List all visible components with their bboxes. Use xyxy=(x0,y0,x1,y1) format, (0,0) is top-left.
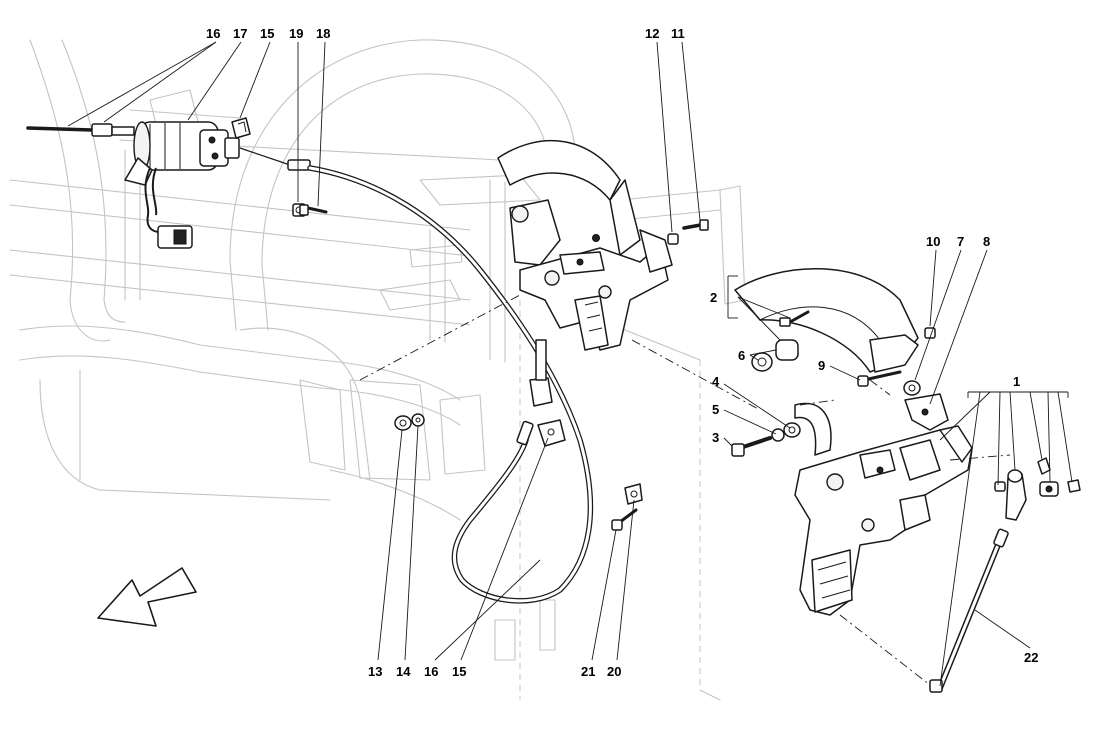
callout-10: 10 xyxy=(926,234,940,249)
leader-lines xyxy=(67,41,1073,687)
callout-22: 22 xyxy=(1024,650,1038,665)
callout-11: 11 xyxy=(671,26,685,41)
callout-12: 12 xyxy=(645,26,659,41)
callout-3: 3 xyxy=(712,430,719,445)
callout-6: 6 xyxy=(738,348,745,363)
arrow-left-down-icon xyxy=(97,567,197,627)
latch-assembly-center xyxy=(497,139,709,351)
bowden-cable xyxy=(239,147,594,604)
exploded-cover-assembly xyxy=(731,268,1081,693)
assembly-lines xyxy=(359,294,1011,686)
callout-19: 19 xyxy=(289,26,303,41)
callout-21: 21 xyxy=(581,664,595,679)
callout-2: 2 xyxy=(710,290,717,305)
callout-16-bottom: 16 xyxy=(424,664,438,679)
callout-1: 1 xyxy=(1013,374,1020,389)
nut-and-bolt-18-19 xyxy=(292,203,328,217)
callout-16-top: 16 xyxy=(206,26,220,41)
bolt-20-21 xyxy=(611,483,643,531)
callout-labels: 16 17 15 19 18 12 11 10 7 8 2 6 9 4 5 3 … xyxy=(206,26,1038,679)
callout-14: 14 xyxy=(396,664,411,679)
callout-7: 7 xyxy=(957,234,964,249)
actuator-motor xyxy=(26,117,251,249)
callout-20: 20 xyxy=(607,664,621,679)
callout-9: 9 xyxy=(818,358,825,373)
callout-17: 17 xyxy=(233,26,247,41)
callout-18: 18 xyxy=(316,26,330,41)
callout-5: 5 xyxy=(712,402,719,417)
callout-15-top: 15 xyxy=(260,26,274,41)
washers-13-14 xyxy=(394,413,425,431)
callout-4: 4 xyxy=(712,374,720,389)
callout-8: 8 xyxy=(983,234,990,249)
callout-13: 13 xyxy=(368,664,382,679)
callout-15-bottom: 15 xyxy=(452,664,466,679)
vehicle-body-background xyxy=(9,39,746,701)
